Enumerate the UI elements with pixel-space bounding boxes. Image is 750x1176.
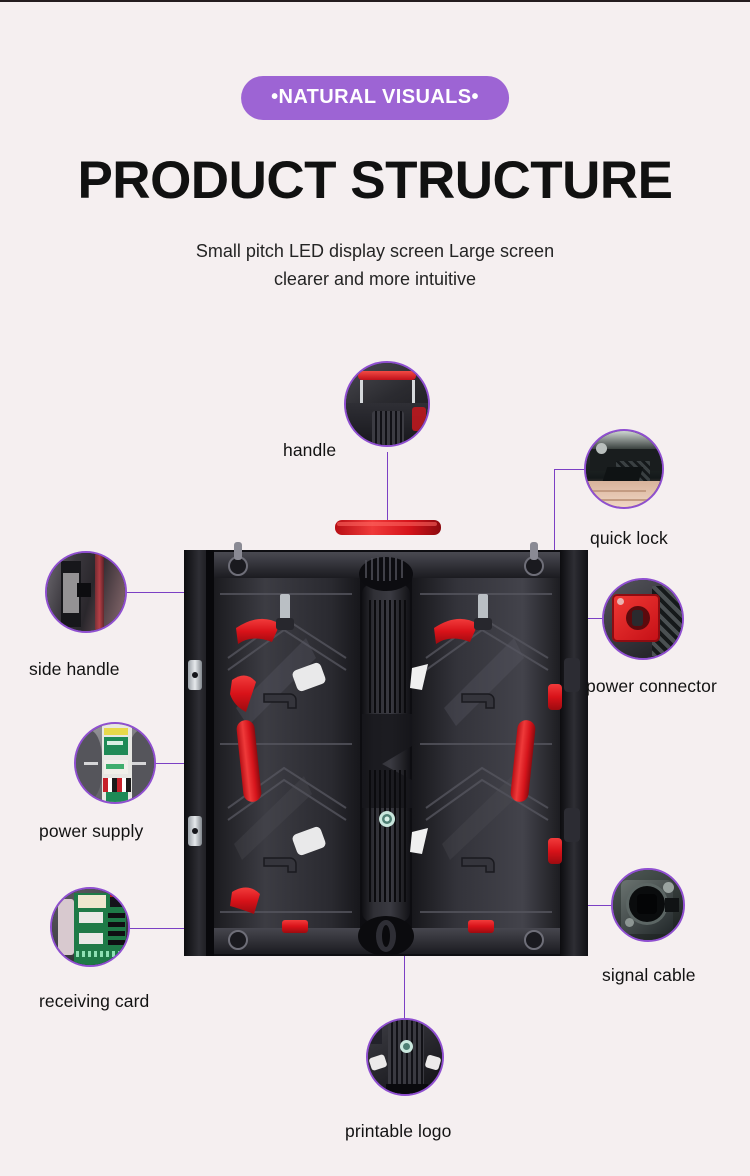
callout-power-supply-image	[74, 722, 156, 804]
callout-power-connector-label: power connector	[586, 676, 717, 696]
callout-printable-logo	[366, 1018, 444, 1096]
callout-receiving-card	[50, 887, 130, 967]
callout-printable-logo-label: printable logo	[345, 1121, 452, 1141]
connector-line-quick-lock-v	[554, 469, 556, 576]
product-image	[176, 508, 596, 968]
callout-signal-cable-image	[611, 868, 685, 942]
callout-signal-cable	[611, 868, 685, 942]
subtitle-line-2: clearer and more intuitive	[273, 268, 477, 289]
callout-power-connector-image	[602, 578, 684, 660]
callout-handle	[344, 361, 430, 447]
connector-line-quick-lock-h	[554, 469, 584, 471]
callout-side-handle-image	[45, 551, 127, 633]
connector-line-handle	[387, 452, 389, 528]
callout-quick-lock-label: quick lock	[590, 528, 668, 548]
connector-line-printable-logo	[404, 925, 406, 1018]
callout-power-supply	[74, 722, 156, 804]
callout-side-handle-label: side handle	[29, 659, 120, 679]
callout-power-supply-label: power supply	[39, 821, 144, 841]
callout-printable-logo-image	[366, 1018, 444, 1096]
subtitle-line-1: Small pitch LED display screen Large scr…	[195, 241, 555, 261]
callout-handle-label: handle	[283, 440, 337, 460]
top-divider	[0, 0, 750, 2]
callout-handle-image	[344, 361, 430, 447]
callout-power-connector	[602, 578, 684, 660]
page-subtitle: Small pitch LED display screen Large scr…	[0, 238, 750, 294]
callout-quick-lock	[584, 429, 664, 509]
callout-signal-cable-label: signal cable	[602, 965, 696, 985]
callout-receiving-card-image	[50, 887, 130, 967]
section-badge: •NATURAL VISUALS•	[241, 76, 509, 120]
callout-receiving-card-label: receiving card	[39, 991, 150, 1011]
page-title: PRODUCT STRUCTURE	[77, 151, 673, 210]
connector-line-side-handle	[127, 592, 239, 594]
callout-quick-lock-image	[584, 429, 664, 509]
callout-side-handle	[45, 551, 127, 633]
